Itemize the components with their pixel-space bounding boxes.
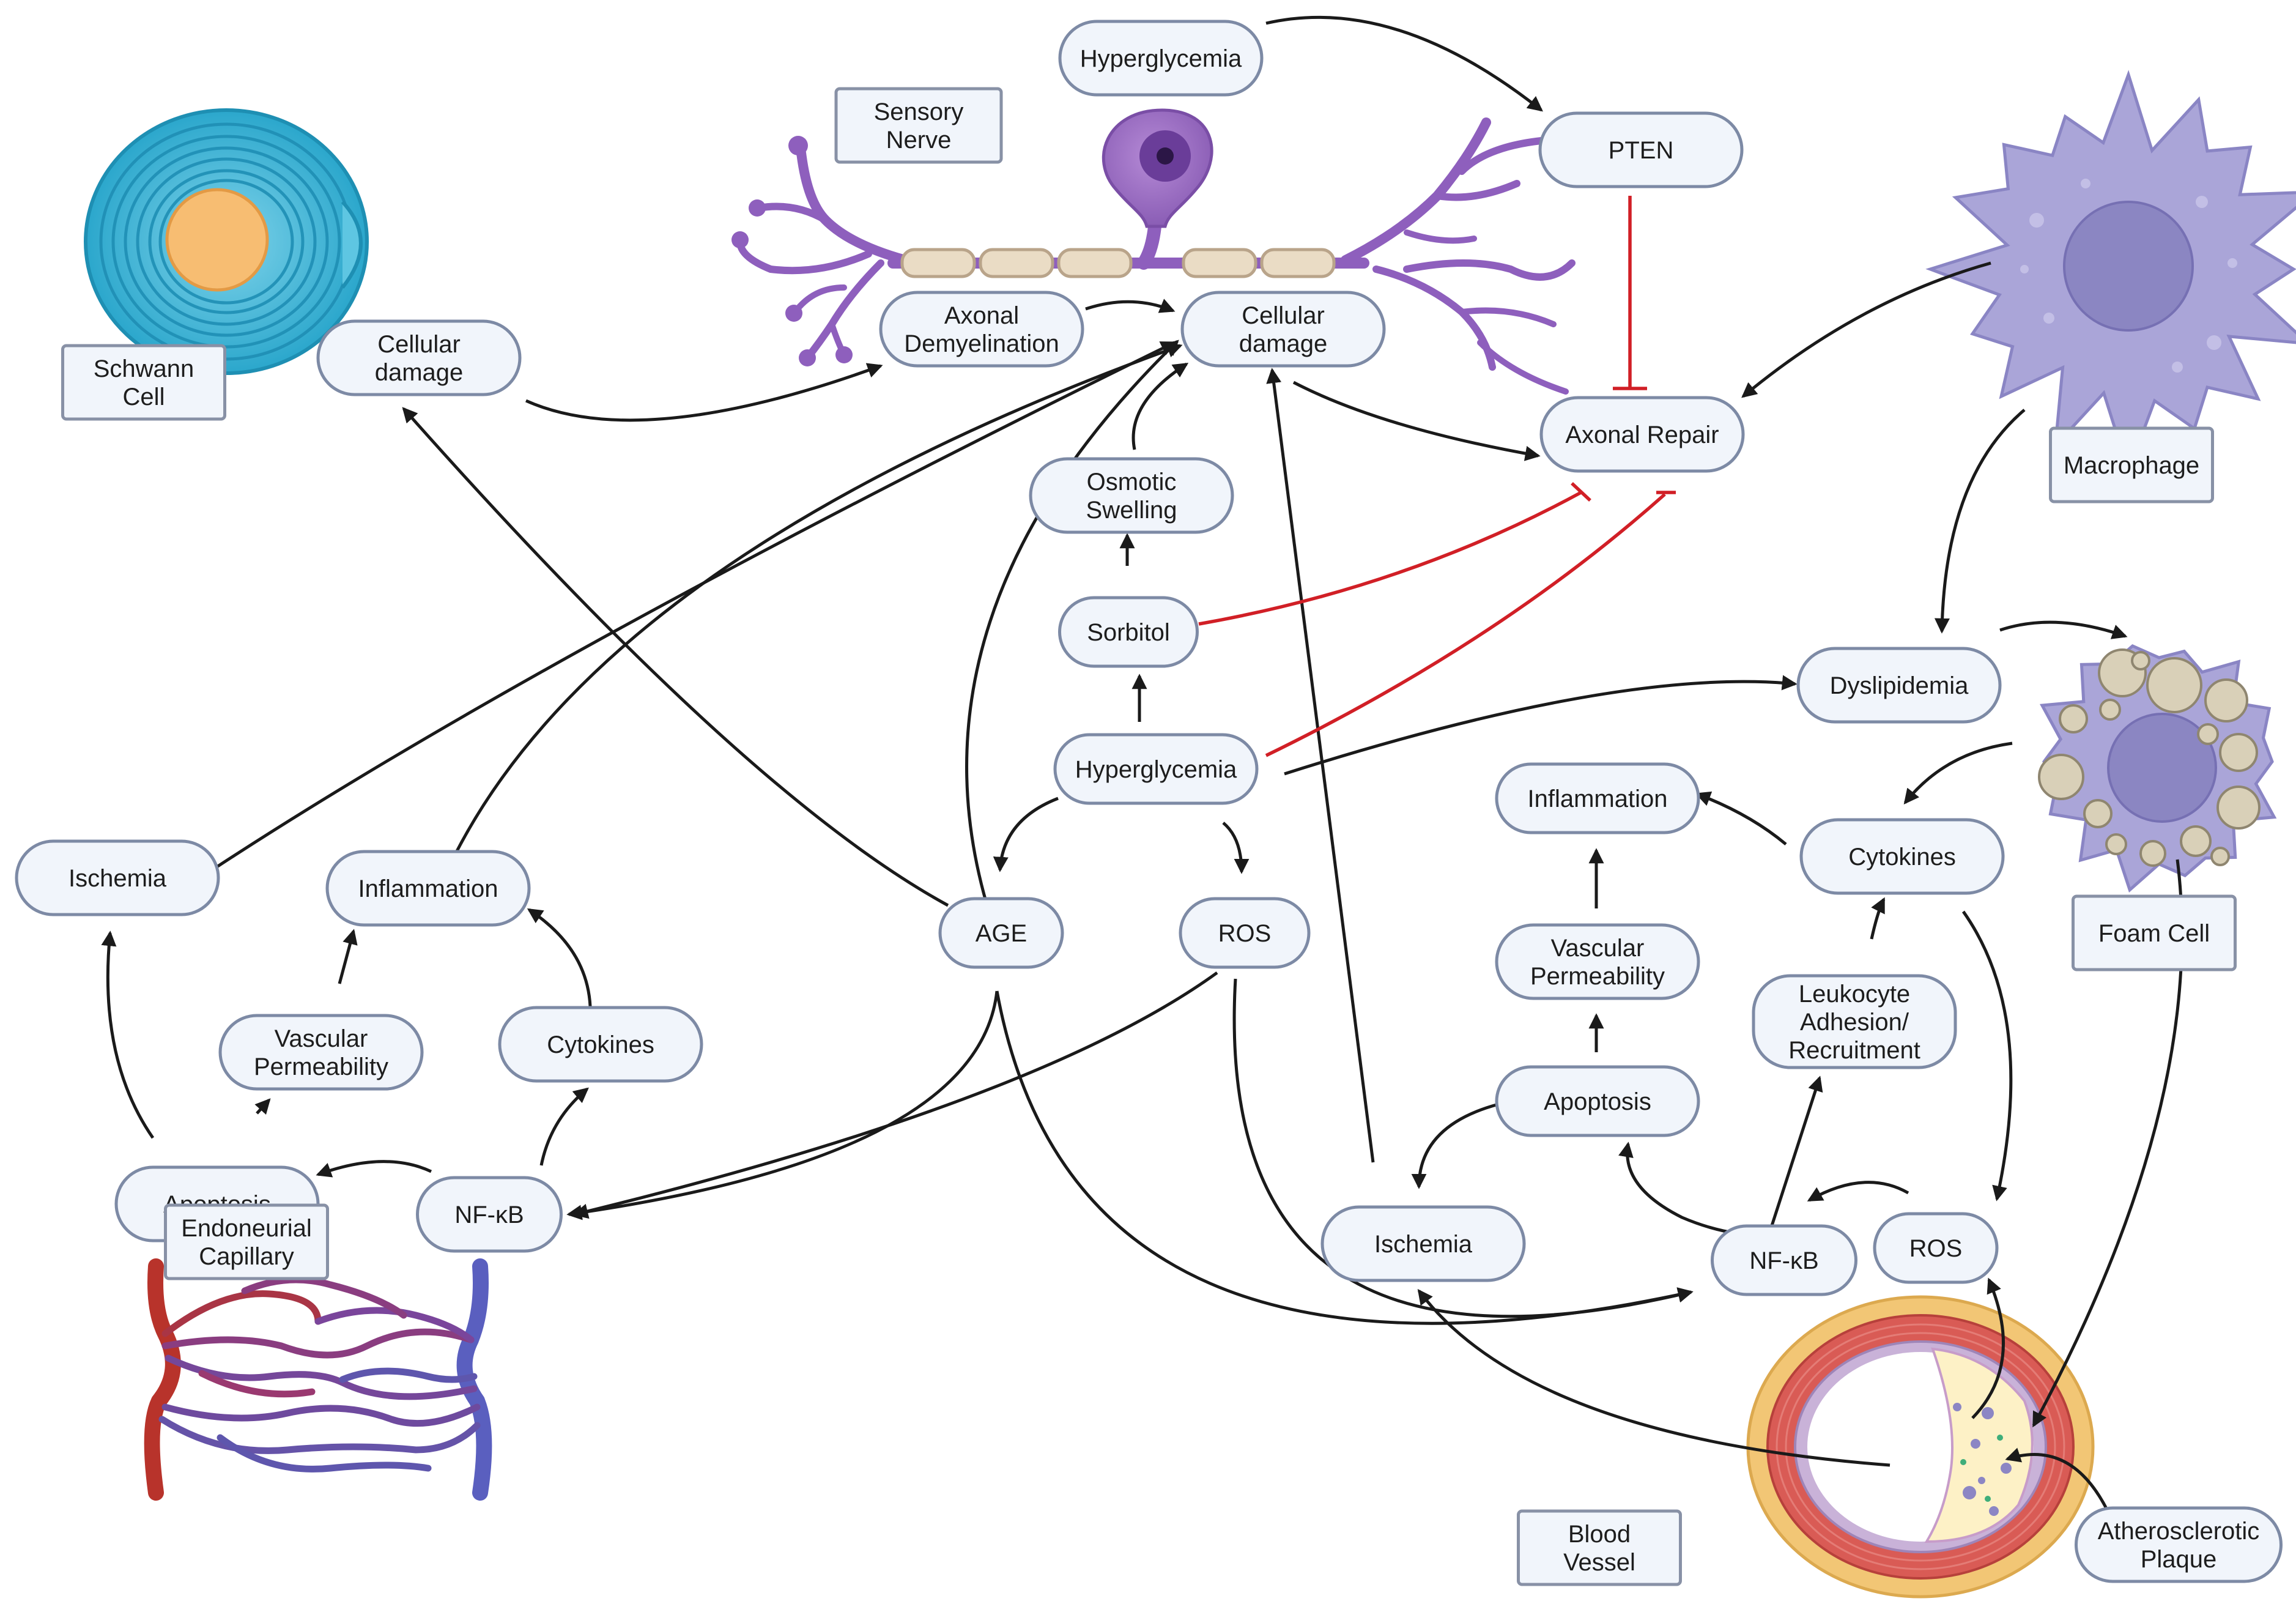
node-text-line: Nerve [886, 127, 952, 154]
node-ischemia-right: Ischemia [1320, 1205, 1526, 1282]
node-text-line: Adhesion/ [1800, 1009, 1909, 1036]
node-text-line: Endoneurial [181, 1215, 312, 1242]
node-text-line: Ischemia [1374, 1231, 1473, 1258]
macrophage-illustration [1925, 70, 2296, 476]
neuron-soma [1102, 108, 1213, 228]
node-text-line: ROS [1218, 920, 1272, 947]
node-inflammation-right: Inflammation [1495, 762, 1700, 834]
node-text-line: Sorbitol [1087, 619, 1170, 646]
node-hyperglycemia-top: Hyperglycemia [1058, 20, 1264, 97]
node-text-line: Permeability [254, 1053, 388, 1080]
node-inflammation-left: Inflammation [325, 850, 531, 927]
node-text-line: Foam Cell [2098, 920, 2210, 947]
node-text-line: NF-κB [1749, 1247, 1818, 1274]
node-text-line: Capillary [199, 1243, 294, 1270]
node-text-line: Vascular [1551, 935, 1645, 962]
node-text-line: Permeability [1530, 963, 1665, 990]
node-text-line: PTEN [1609, 137, 1674, 164]
node-text-line: damage [1239, 330, 1328, 357]
node-text-line: Leukocyte [1799, 981, 1910, 1008]
node-text-line: Apoptosis [1544, 1088, 1651, 1115]
node-nfkb-left: NF-κB [416, 1176, 563, 1253]
node-text-line: Hyperglycemia [1075, 756, 1237, 783]
node-text-line: Atherosclerotic [2098, 1518, 2260, 1545]
node-text-line: NF-κB [454, 1201, 524, 1228]
nodes-layer: HyperglycemiaPTENAxonalDemyelinationCell… [15, 20, 2283, 1583]
node-ischemia-left: Ischemia [15, 839, 220, 916]
node-cytokines-left: Cytokines [498, 1006, 703, 1083]
blood-vessel-illustration [1746, 1295, 2095, 1599]
node-text-line: Axonal Repair [1565, 422, 1719, 448]
neuron-dendrite-tips [731, 136, 853, 366]
node-text-line: Schwann [94, 355, 194, 382]
node-text-line: Inflammation [358, 875, 498, 902]
node-age: AGE [938, 897, 1064, 969]
node-text-line: Sensory [874, 98, 964, 125]
node-pten: PTEN [1538, 111, 1744, 188]
myelin-sheaths [900, 248, 1336, 278]
node-text-line: AGE [976, 920, 1027, 947]
node-text-line: Recruitment [1788, 1037, 1920, 1064]
node-hyperglycemia-center: Hyperglycemia [1053, 733, 1259, 805]
node-text-line: Hyperglycemia [1080, 45, 1242, 72]
node-text-line: ROS [1909, 1235, 1963, 1262]
node-text-line: Osmotic [1087, 469, 1177, 496]
node-sorbitol: Sorbitol [1058, 596, 1199, 668]
label-foam-cell: Foam Cell [2072, 894, 2237, 971]
node-text-line: Cellular [1242, 302, 1325, 329]
node-text-line: Axonal [944, 302, 1019, 329]
label-macrophage: Macrophage [2049, 426, 2214, 503]
node-text-line: Blood [1568, 1521, 1631, 1548]
node-text-line: Cell [123, 384, 165, 410]
endoneurial-capillary-illustration [144, 1258, 492, 1501]
node-text-line: Swelling [1086, 497, 1177, 524]
inhibition-lines [1198, 196, 1676, 757]
node-text-line: Cytokines [547, 1031, 654, 1058]
node-nfkb-right: NF-κB [1711, 1224, 1857, 1296]
node-axonal-repair: Axonal Repair [1539, 396, 1745, 473]
node-cytokines-right: Cytokines [1799, 818, 2005, 895]
node-apoptosis-right: Apoptosis [1495, 1065, 1700, 1137]
node-ros-right: ROS [1873, 1212, 1999, 1284]
node-text-line: Ischemia [69, 865, 167, 892]
node-dyslipidemia: Dyslipidemia [1796, 647, 2002, 724]
schwann-cell-illustration [84, 108, 369, 375]
node-text-line: Inflammation [1528, 786, 1668, 812]
node-text-line: Cytokines [1848, 844, 1956, 871]
foam-cell-illustration [2038, 644, 2277, 893]
node-text-line: Cellular [377, 331, 461, 358]
node-ros-center: ROS [1179, 897, 1311, 969]
node-text-line: Plaque [2141, 1546, 2217, 1573]
node-text-line: Vessel [1563, 1549, 1635, 1576]
node-text-line: Dyslipidemia [1830, 672, 1969, 699]
node-text-line: damage [375, 359, 464, 386]
node-text-line: Vascular [275, 1025, 368, 1052]
node-text-line: Macrophage [2064, 452, 2199, 479]
node-text-line: Demyelination [904, 330, 1059, 357]
